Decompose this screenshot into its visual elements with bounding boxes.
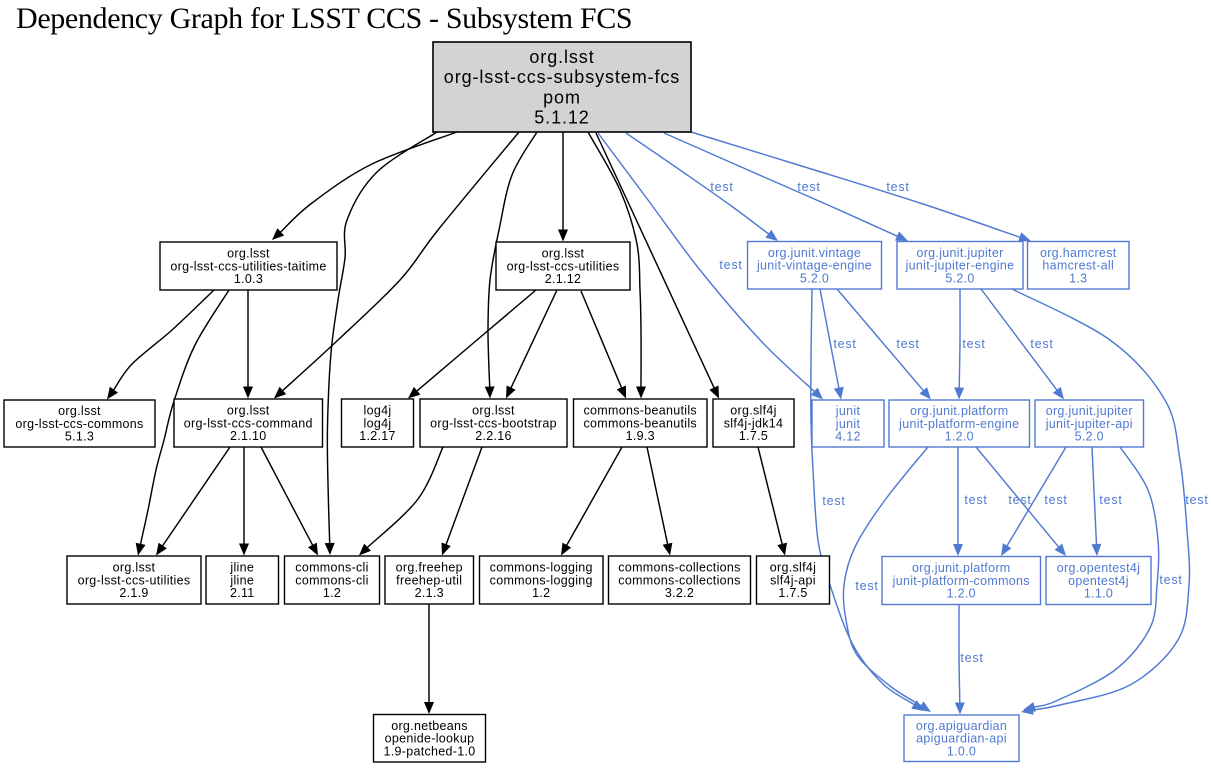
svg-text:test: test [1008, 493, 1031, 507]
svg-text:commons-cli: commons-cli [295, 561, 368, 575]
svg-text:junit-platform-commons: junit-platform-commons [892, 574, 1030, 588]
svg-text:test: test [962, 337, 985, 351]
svg-text:test: test [855, 579, 878, 593]
svg-text:openide-lookup: openide-lookup [385, 732, 475, 746]
svg-text:2.1.12: 2.1.12 [545, 272, 582, 286]
svg-text:org-lsst-ccs-command: org-lsst-ccs-command [184, 416, 313, 430]
svg-text:jline: jline [229, 561, 254, 575]
svg-text:org.junit.jupiter: org.junit.jupiter [1046, 404, 1133, 418]
svg-text:junit-platform-engine: junit-platform-engine [898, 417, 1019, 431]
svg-text:slf4j-jdk14: slf4j-jdk14 [724, 416, 784, 430]
svg-text:3.2.2: 3.2.2 [665, 586, 694, 600]
svg-text:4.12: 4.12 [835, 430, 861, 444]
svg-text:test: test [797, 180, 820, 194]
svg-text:test: test [710, 180, 733, 194]
svg-text:org.freehep: org.freehep [396, 561, 463, 575]
svg-text:org-lsst-ccs-utilities: org-lsst-ccs-utilities [78, 573, 191, 587]
svg-text:5.2.0: 5.2.0 [800, 271, 829, 285]
svg-text:junit: junit [835, 417, 861, 431]
svg-text:org.junit.vintage: org.junit.vintage [768, 246, 861, 260]
svg-text:1.2: 1.2 [532, 586, 550, 600]
svg-text:1.2.0: 1.2.0 [945, 430, 974, 444]
svg-text:Dependency Graph for LSST CCS: Dependency Graph for LSST CCS - Subsyste… [16, 2, 632, 35]
svg-text:junit: junit [835, 404, 861, 418]
svg-text:org.netbeans: org.netbeans [391, 719, 468, 733]
svg-text:test: test [1044, 493, 1067, 507]
svg-text:test: test [1185, 493, 1208, 507]
svg-text:test: test [822, 494, 845, 508]
svg-text:5.2.0: 5.2.0 [945, 271, 974, 285]
svg-text:pom: pom [543, 87, 581, 107]
svg-text:slf4j-api: slf4j-api [770, 573, 816, 587]
svg-text:org.lsst: org.lsst [227, 247, 270, 261]
svg-text:1.7.5: 1.7.5 [778, 586, 807, 600]
svg-text:org.lsst: org.lsst [58, 404, 101, 418]
svg-text:org.lsst: org.lsst [113, 561, 156, 575]
svg-text:junit-jupiter-api: junit-jupiter-api [1045, 417, 1133, 431]
svg-text:org.lsst: org.lsst [227, 404, 270, 418]
svg-text:commons-cli: commons-cli [295, 573, 368, 587]
svg-text:commons-logging: commons-logging [490, 561, 593, 575]
svg-text:org.lsst: org.lsst [542, 247, 585, 261]
svg-text:commons-collections: commons-collections [618, 561, 740, 575]
svg-text:1.3: 1.3 [1069, 271, 1087, 285]
svg-text:test: test [833, 337, 856, 351]
svg-text:test: test [1099, 493, 1122, 507]
svg-text:commons-beanutils: commons-beanutils [584, 416, 697, 430]
svg-text:org.apiguardian: org.apiguardian [916, 719, 1007, 733]
svg-text:test: test [1159, 573, 1182, 587]
svg-text:test: test [964, 493, 987, 507]
svg-text:log4j: log4j [364, 404, 392, 418]
svg-text:commons-logging: commons-logging [490, 573, 593, 587]
svg-text:apiguardian-api: apiguardian-api [916, 732, 1007, 746]
svg-text:org.lsst: org.lsst [472, 404, 515, 418]
svg-text:2.2.16: 2.2.16 [475, 429, 512, 443]
svg-text:1.1.0: 1.1.0 [1084, 587, 1113, 601]
svg-text:2.1.9: 2.1.9 [119, 586, 148, 600]
svg-text:test: test [896, 337, 919, 351]
svg-text:test: test [1030, 337, 1053, 351]
svg-text:log4j: log4j [364, 416, 392, 430]
svg-text:org.hamcrest: org.hamcrest [1040, 246, 1117, 260]
svg-text:1.7.5: 1.7.5 [739, 429, 768, 443]
svg-text:org.slf4j: org.slf4j [770, 561, 816, 575]
svg-text:opentest4j: opentest4j [1068, 574, 1129, 588]
svg-text:org.lsst: org.lsst [529, 47, 594, 67]
svg-text:5.1.12: 5.1.12 [534, 108, 589, 128]
svg-text:1.9.3: 1.9.3 [626, 429, 655, 443]
svg-text:commons-collections: commons-collections [618, 573, 740, 587]
svg-text:test: test [719, 258, 742, 272]
svg-text:5.1.3: 5.1.3 [65, 430, 94, 444]
svg-text:junit-jupiter-engine: junit-jupiter-engine [905, 259, 1015, 273]
svg-text:2.1.10: 2.1.10 [230, 429, 267, 443]
svg-text:test: test [960, 651, 983, 665]
svg-text:org.junit.jupiter: org.junit.jupiter [916, 246, 1003, 260]
svg-text:junit-vintage-engine: junit-vintage-engine [756, 259, 872, 273]
svg-text:org-lsst-ccs-utilities: org-lsst-ccs-utilities [507, 259, 620, 273]
svg-text:1.0.3: 1.0.3 [234, 272, 263, 286]
svg-text:org-lsst-ccs-utilities-taitime: org-lsst-ccs-utilities-taitime [170, 259, 326, 273]
svg-text:hamcrest-all: hamcrest-all [1042, 259, 1114, 273]
svg-text:2.1.3: 2.1.3 [415, 586, 444, 600]
svg-text:org.junit.platform: org.junit.platform [912, 561, 1011, 575]
svg-text:org-lsst-ccs-commons: org-lsst-ccs-commons [15, 417, 143, 431]
svg-text:1.9-patched-1.0: 1.9-patched-1.0 [383, 744, 475, 758]
svg-text:2.11: 2.11 [230, 586, 255, 600]
svg-text:1.2: 1.2 [323, 586, 341, 600]
svg-text:org.slf4j: org.slf4j [730, 404, 776, 418]
svg-text:1.2.17: 1.2.17 [359, 429, 396, 443]
svg-text:freehep-util: freehep-util [396, 573, 462, 587]
svg-text:jline: jline [229, 573, 254, 587]
svg-text:org.opentest4j: org.opentest4j [1057, 561, 1140, 575]
svg-text:5.2.0: 5.2.0 [1075, 430, 1104, 444]
svg-text:1.2.0: 1.2.0 [947, 587, 976, 601]
svg-text:org-lsst-ccs-bootstrap: org-lsst-ccs-bootstrap [430, 416, 557, 430]
svg-text:1.0.0: 1.0.0 [947, 744, 976, 758]
svg-text:test: test [886, 180, 909, 194]
svg-text:org-lsst-ccs-subsystem-fcs: org-lsst-ccs-subsystem-fcs [444, 67, 680, 87]
svg-text:commons-beanutils: commons-beanutils [584, 404, 697, 418]
svg-text:org.junit.platform: org.junit.platform [910, 404, 1009, 418]
